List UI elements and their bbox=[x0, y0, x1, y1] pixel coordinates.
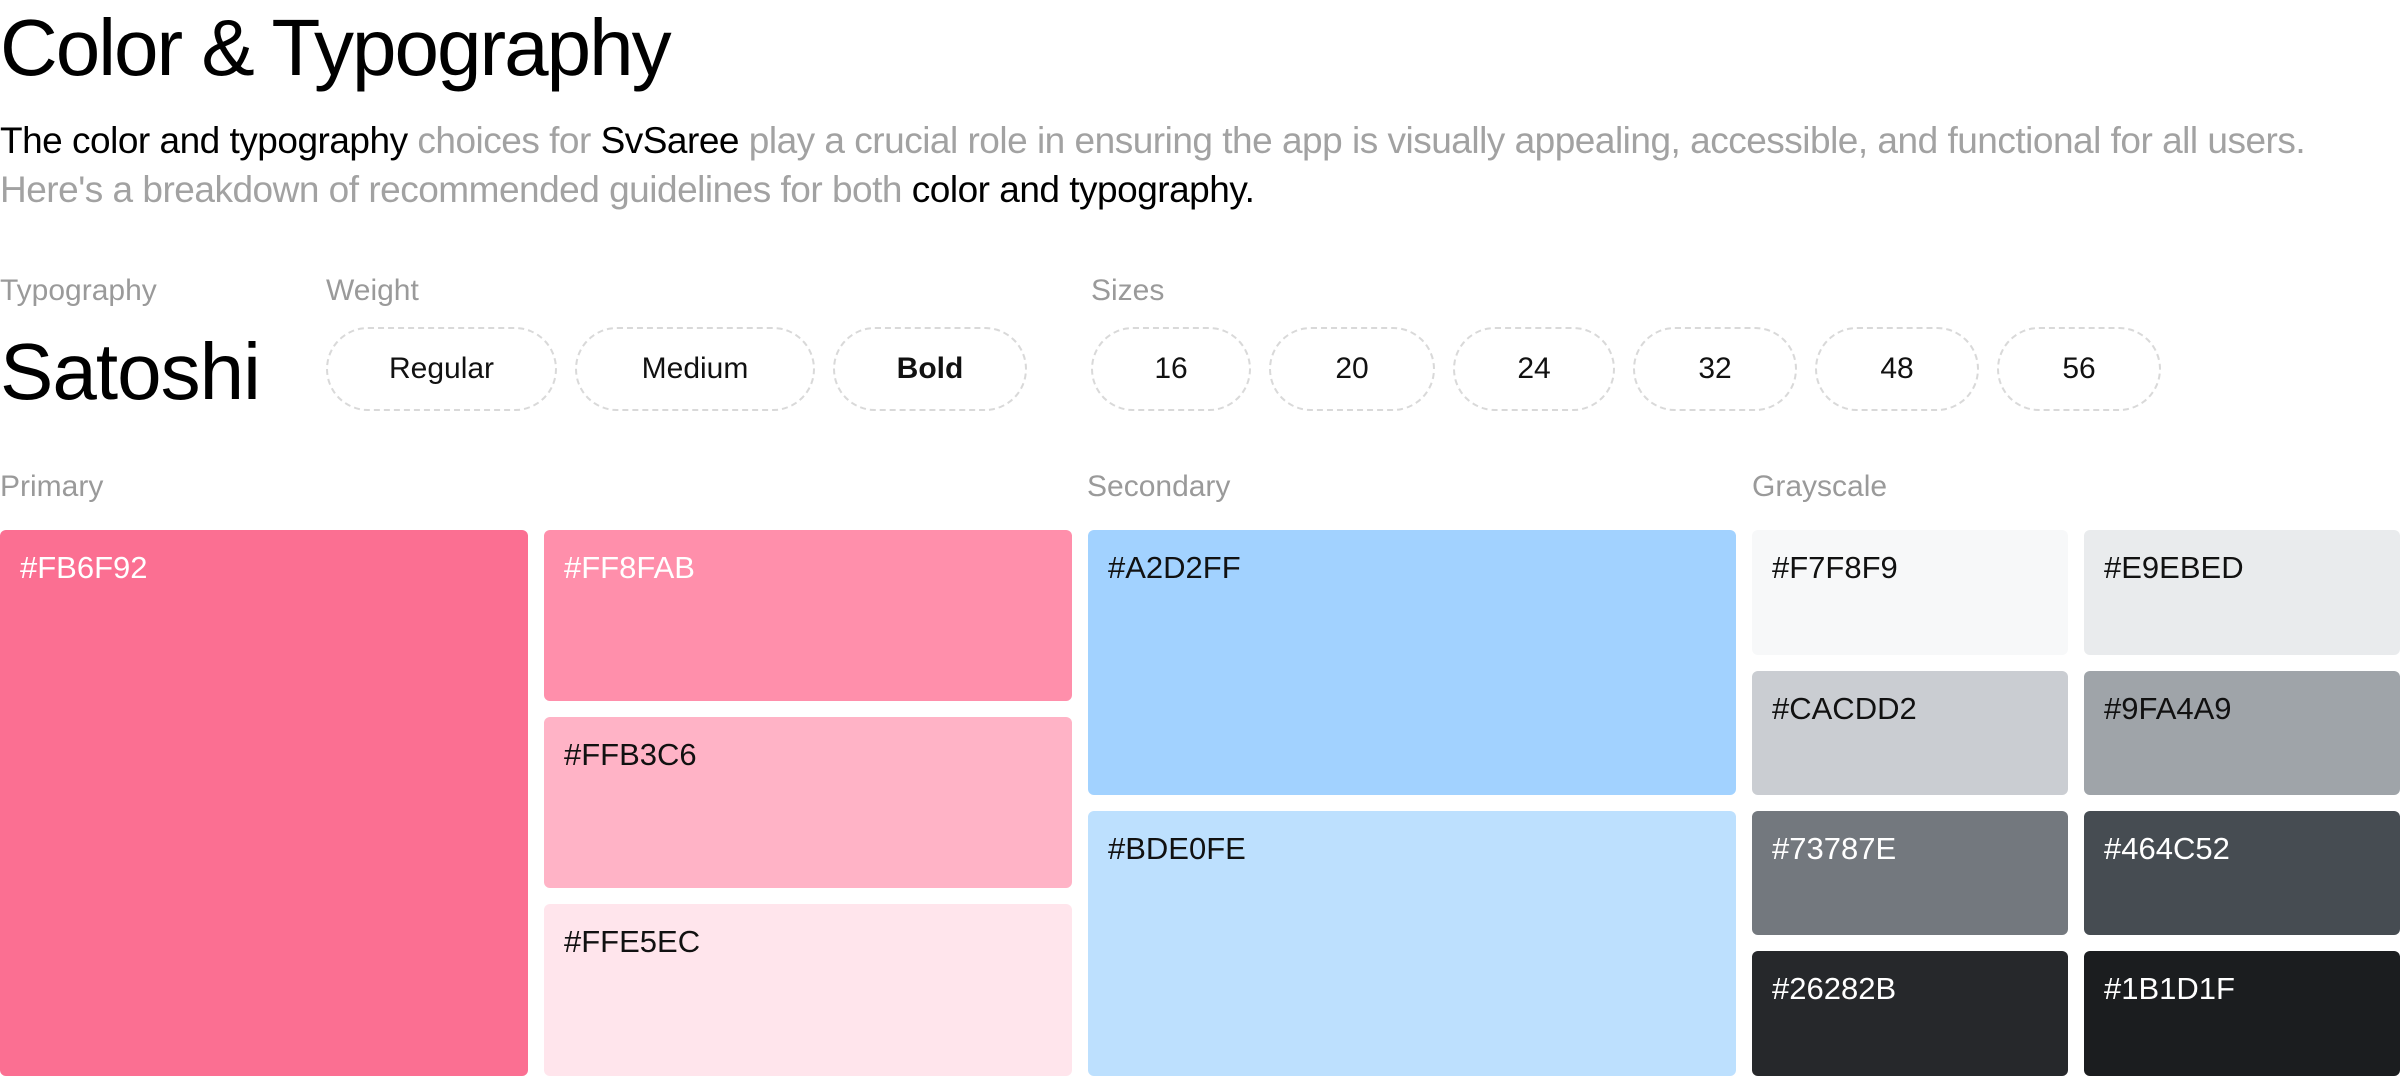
font-family-name: Satoshi bbox=[0, 327, 261, 416]
secondary-label: Secondary bbox=[1087, 470, 1231, 503]
intro-text: choices for bbox=[407, 120, 601, 161]
primary-label: Primary bbox=[0, 470, 104, 503]
color-swatch-secondary-2: #BDE0FE bbox=[1088, 811, 1736, 1076]
color-swatch-grayscale-8: #1B1D1F bbox=[2084, 951, 2400, 1076]
intro-paragraph: The color and typography choices for SvS… bbox=[0, 116, 2400, 214]
color-swatch-grayscale-3: #CACDD2 bbox=[1752, 671, 2068, 795]
color-swatch-grayscale-1: #F7F8F9 bbox=[1752, 530, 2068, 655]
weight-pill-regular: Regular bbox=[326, 327, 557, 411]
weight-pill-bold: Bold bbox=[833, 327, 1027, 411]
size-pill-16: 16 bbox=[1091, 327, 1251, 411]
weight-label: Weight bbox=[326, 274, 419, 307]
color-swatch-secondary-1: #A2D2FF bbox=[1088, 530, 1736, 795]
color-swatch-primary-2: #FF8FAB bbox=[544, 530, 1072, 701]
size-pill-48: 48 bbox=[1815, 327, 1979, 411]
intro-app-name: SvSaree bbox=[600, 120, 740, 161]
grayscale-label: Grayscale bbox=[1752, 470, 1888, 503]
intro-text: play a crucial role in ensuring the app … bbox=[0, 120, 2306, 210]
typography-label: Typography bbox=[0, 274, 157, 307]
size-pill-56: 56 bbox=[1997, 327, 2161, 411]
color-swatch-grayscale-4: #9FA4A9 bbox=[2084, 671, 2400, 795]
color-swatch-primary-3: #FFB3C6 bbox=[544, 717, 1072, 888]
color-swatch-primary-4: #FFE5EC bbox=[544, 904, 1072, 1076]
color-swatch-primary-1: #FB6F92 bbox=[0, 530, 528, 1076]
page-title: Color & Typography bbox=[0, 3, 672, 92]
color-swatch-grayscale-5: #73787E bbox=[1752, 811, 2068, 935]
color-swatch-grayscale-7: #26282B bbox=[1752, 951, 2068, 1076]
color-swatch-grayscale-6: #464C52 bbox=[2084, 811, 2400, 935]
size-pill-20: 20 bbox=[1269, 327, 1435, 411]
size-pill-24: 24 bbox=[1453, 327, 1615, 411]
intro-highlight: The color and typography bbox=[0, 120, 408, 161]
intro-highlight: color and typography. bbox=[911, 169, 1255, 210]
size-pill-32: 32 bbox=[1633, 327, 1797, 411]
color-swatch-grayscale-2: #E9EBED bbox=[2084, 530, 2400, 655]
weight-pill-medium: Medium bbox=[575, 327, 815, 411]
sizes-label: Sizes bbox=[1091, 274, 1165, 307]
